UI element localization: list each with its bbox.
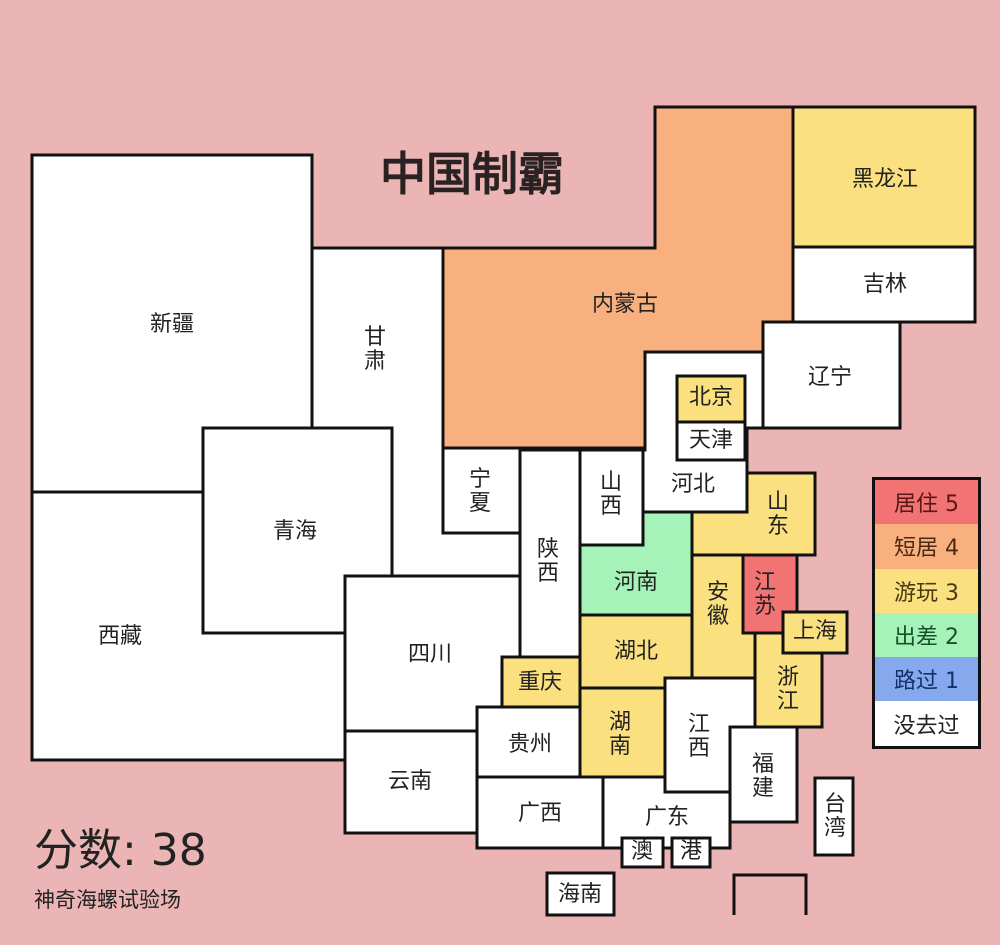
score: 分数: 38	[34, 825, 207, 876]
province-label: 青海	[272, 518, 318, 544]
province-label: 福建	[751, 751, 774, 801]
province-label: 河北	[670, 471, 716, 497]
legend-item: 出差 2	[875, 612, 978, 658]
province-label: 宁夏	[468, 466, 491, 516]
province-label: 陕西	[536, 536, 559, 586]
province-label: 广西	[517, 800, 563, 826]
province-label: 内蒙古	[591, 291, 659, 317]
province-label: 天津	[688, 427, 734, 453]
legend-item: 短居 4	[875, 524, 978, 569]
province-10	[675, 420, 747, 462]
province-label: 辽宁	[807, 364, 853, 390]
province-label: 江苏	[753, 569, 776, 619]
province-label: 甘肃	[363, 324, 386, 374]
province-label: 黑龙江	[851, 166, 919, 192]
province-label: 港	[679, 838, 703, 864]
province-label: 新疆	[149, 311, 195, 337]
province-label: 海南	[557, 881, 603, 907]
page-title: 中国制霸	[380, 147, 564, 201]
province-31	[670, 836, 712, 869]
province-32	[545, 871, 616, 917]
province-label: 西藏	[97, 623, 143, 649]
province-label: 北京	[688, 384, 734, 410]
province-label: 浙江	[776, 664, 799, 714]
province-label: 安徽	[706, 579, 729, 629]
province-label: 贵州	[507, 731, 553, 757]
province-30	[620, 836, 665, 869]
province-label: 广东	[644, 804, 690, 830]
province-6	[791, 245, 977, 324]
province-label: 四川	[407, 641, 453, 667]
legend-item: 没去过	[875, 701, 978, 746]
province-label: 云南	[387, 768, 433, 794]
province-label: 湖北	[613, 638, 659, 664]
province-label: 山东	[766, 489, 789, 539]
province-33	[813, 776, 855, 857]
south-china-sea-bracket	[732, 873, 808, 915]
province-label: 湖南	[608, 709, 631, 759]
province-label: 江西	[687, 711, 710, 761]
province-label: 台湾	[823, 791, 846, 841]
legend-item: 游玩 3	[875, 568, 978, 613]
province-label: 上海	[792, 618, 838, 644]
province-label: 澳	[630, 838, 654, 864]
province-label: 河南	[613, 569, 659, 595]
province-label: 山西	[599, 469, 622, 519]
province-label: 重庆	[517, 669, 563, 695]
province-26	[728, 725, 799, 824]
legend-item: 居住 5	[875, 480, 978, 525]
legend-item: 路过 1	[875, 657, 978, 702]
province-29	[601, 775, 732, 850]
province-label: 吉林	[862, 271, 908, 297]
subtitle: 神奇海螺试验场	[34, 888, 181, 912]
